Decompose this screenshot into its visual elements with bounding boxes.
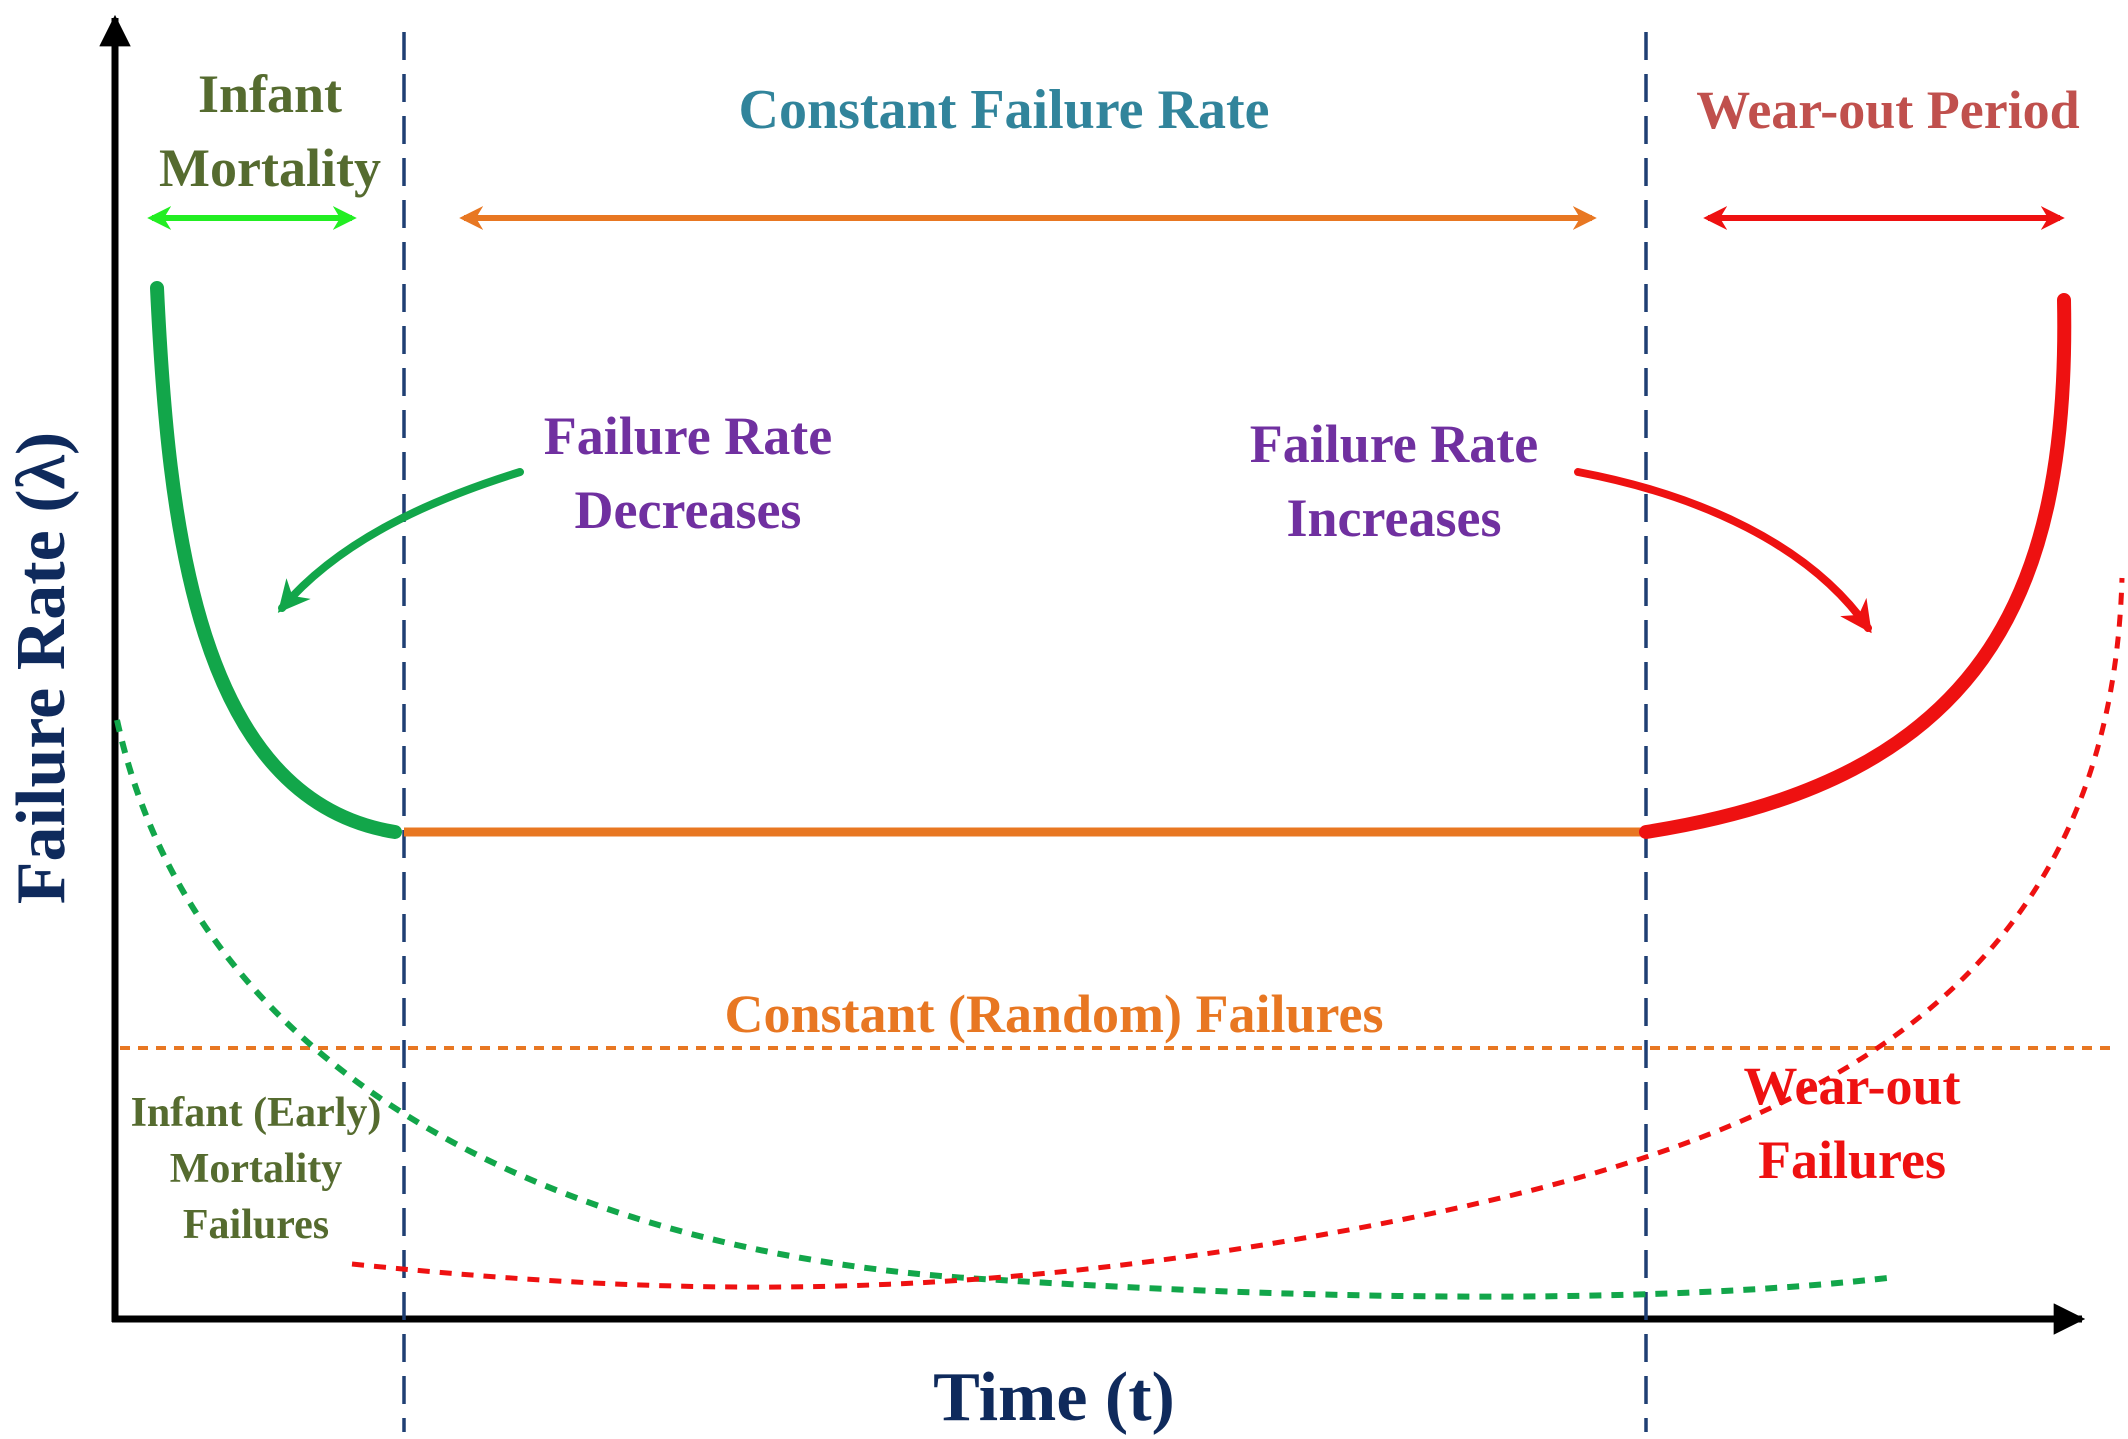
increasing-pointer-arrow	[1574, 468, 1872, 634]
wearout-failures-curve	[351, 577, 2125, 1290]
infant-mortality-title-line1: Infant	[198, 64, 342, 124]
wear-out-period-title: Wear-out Period	[1696, 80, 2079, 140]
increasing-label-line2: Increases	[1287, 488, 1502, 548]
x-axis-label: Time (t)	[933, 1359, 1175, 1436]
wearout-increasing-curve	[1639, 293, 2072, 839]
infant-decreasing-curve	[150, 281, 402, 839]
y-axis-label: Failure Rate (λ)	[3, 432, 80, 904]
infant-failures-label-line3: Failures	[183, 1202, 329, 1248]
infant-failures-label-line1: Infant (Early)	[131, 1090, 382, 1136]
random-failures-label: Constant (Random) Failures	[724, 984, 1383, 1044]
decreasing-pointer-arrow	[277, 468, 524, 613]
infant-failures-label-line2: Mortality	[170, 1146, 343, 1192]
decreasing-label-line1: Failure Rate	[544, 406, 832, 466]
infant-mortality-title-line2: Mortality	[159, 138, 381, 198]
wearout-failures-label-line1: Wear-out	[1744, 1056, 1961, 1116]
increasing-label-line1: Failure Rate	[1250, 414, 1538, 474]
decreasing-label-line2: Decreases	[575, 480, 802, 540]
wearout-failures-label-line2: Failures	[1758, 1130, 1946, 1190]
constant-failure-rate-title: Constant Failure Rate	[739, 79, 1270, 141]
